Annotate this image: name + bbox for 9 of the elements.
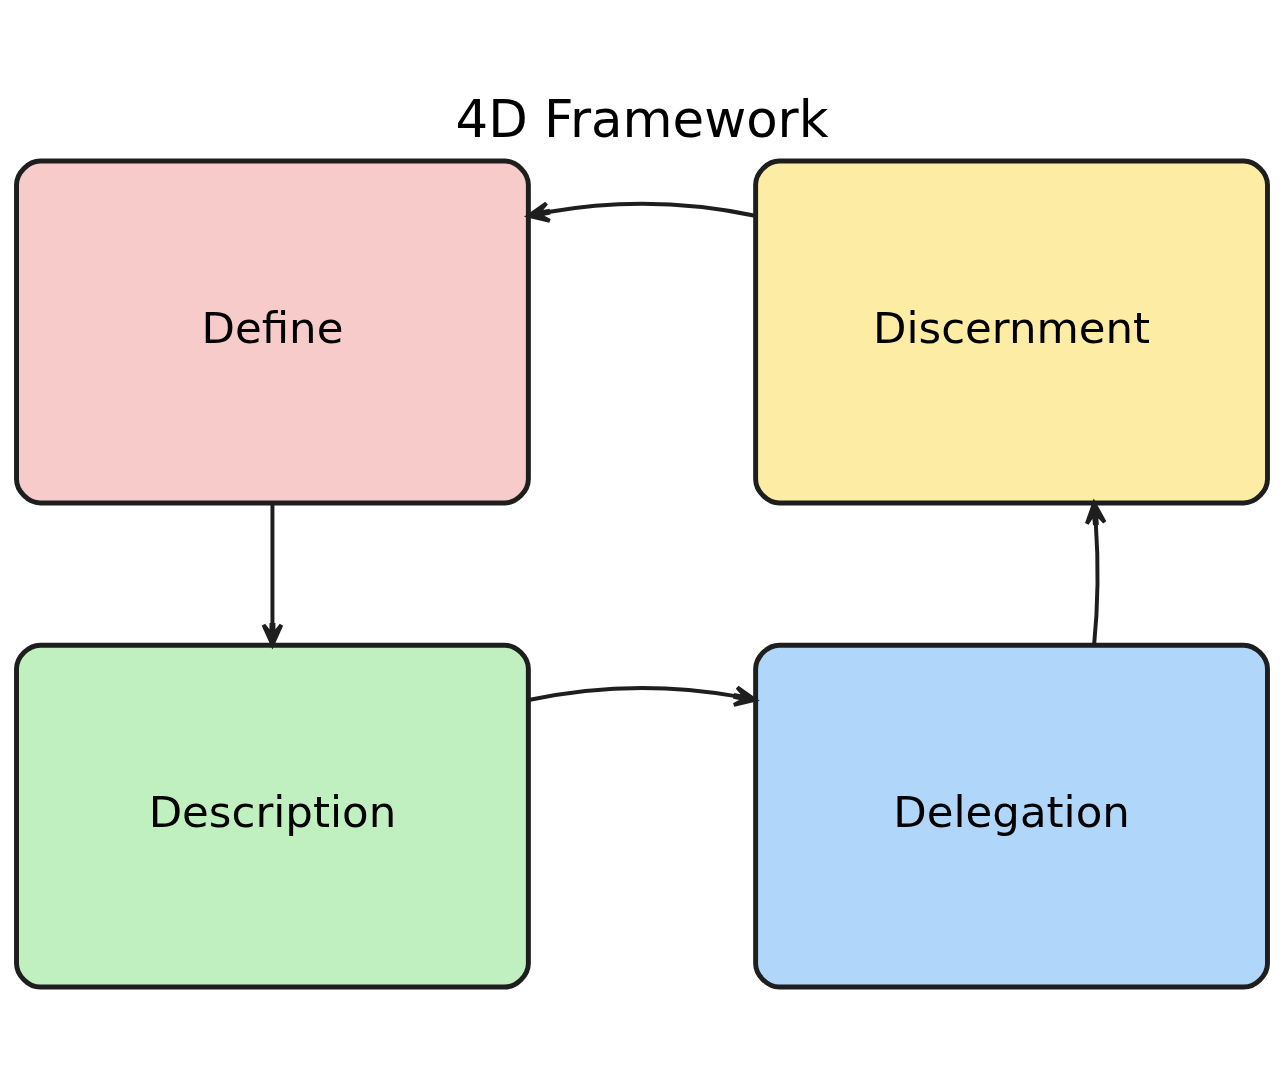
- diagram-title: 4D Framework: [455, 88, 829, 149]
- arrow: [261, 502, 284, 647]
- arrow: [1084, 500, 1107, 645]
- node-box: Delegation: [753, 642, 1270, 990]
- arrow: [526, 200, 756, 223]
- node-box: Define: [14, 158, 531, 505]
- node-box: Discernment: [753, 158, 1270, 505]
- node-box: Description: [14, 642, 531, 990]
- arrow: [528, 684, 757, 707]
